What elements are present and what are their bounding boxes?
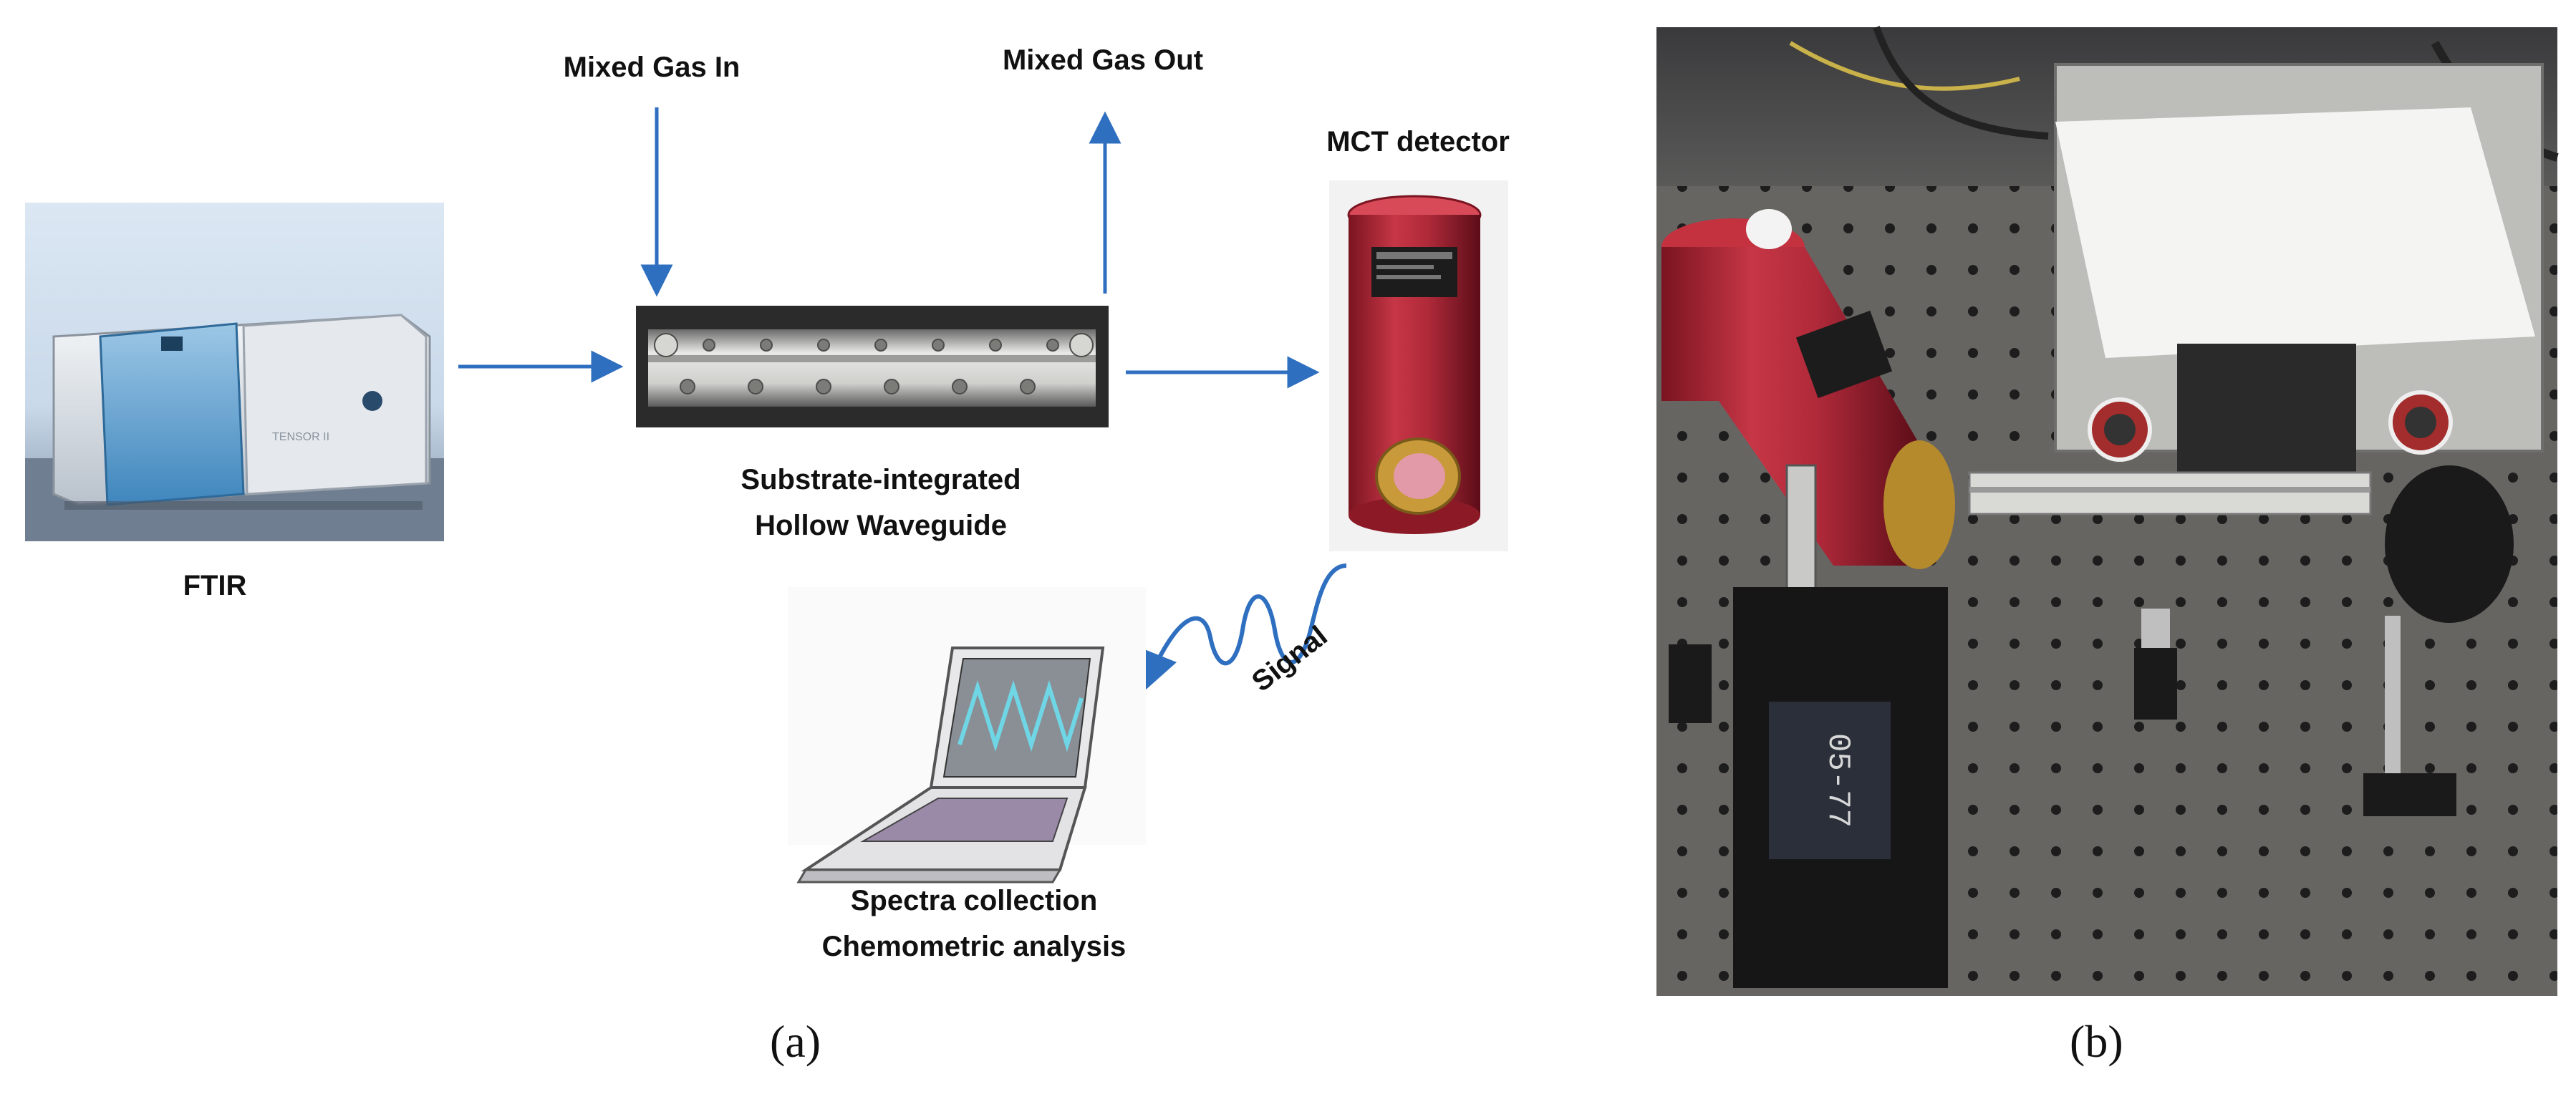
panel-label-a: (a) bbox=[770, 1016, 821, 1067]
mixed-gas-in-label: Mixed Gas In bbox=[563, 52, 741, 83]
ftir-instrument-image: TENSOR II bbox=[25, 203, 444, 541]
mixed-gas-out-label: Mixed Gas Out bbox=[1002, 44, 1204, 76]
stage-tape-label: 05-77 bbox=[1820, 733, 1856, 828]
mct-detector-image bbox=[1329, 180, 1508, 551]
ftir-label: FTIR bbox=[183, 570, 247, 601]
waveguide-label-line1: Substrate-integrated bbox=[741, 464, 1021, 495]
mct-detector-label: MCT detector bbox=[1326, 126, 1510, 158]
signal-wave-arrow bbox=[1140, 563, 1347, 692]
computer-label-line1: Spectra collection bbox=[850, 885, 1098, 916]
panel-label-b: (b) bbox=[2070, 1016, 2123, 1067]
setup-photo: 05-77 bbox=[1656, 26, 2559, 996]
computer-label-line2: Chemometric analysis bbox=[821, 931, 1127, 962]
waveguide-image bbox=[636, 306, 1109, 427]
laptop-illustration bbox=[788, 587, 1146, 884]
waveguide-label-line2: Hollow Waveguide bbox=[755, 510, 1007, 541]
ftir-device-text: TENSOR II bbox=[272, 431, 329, 443]
